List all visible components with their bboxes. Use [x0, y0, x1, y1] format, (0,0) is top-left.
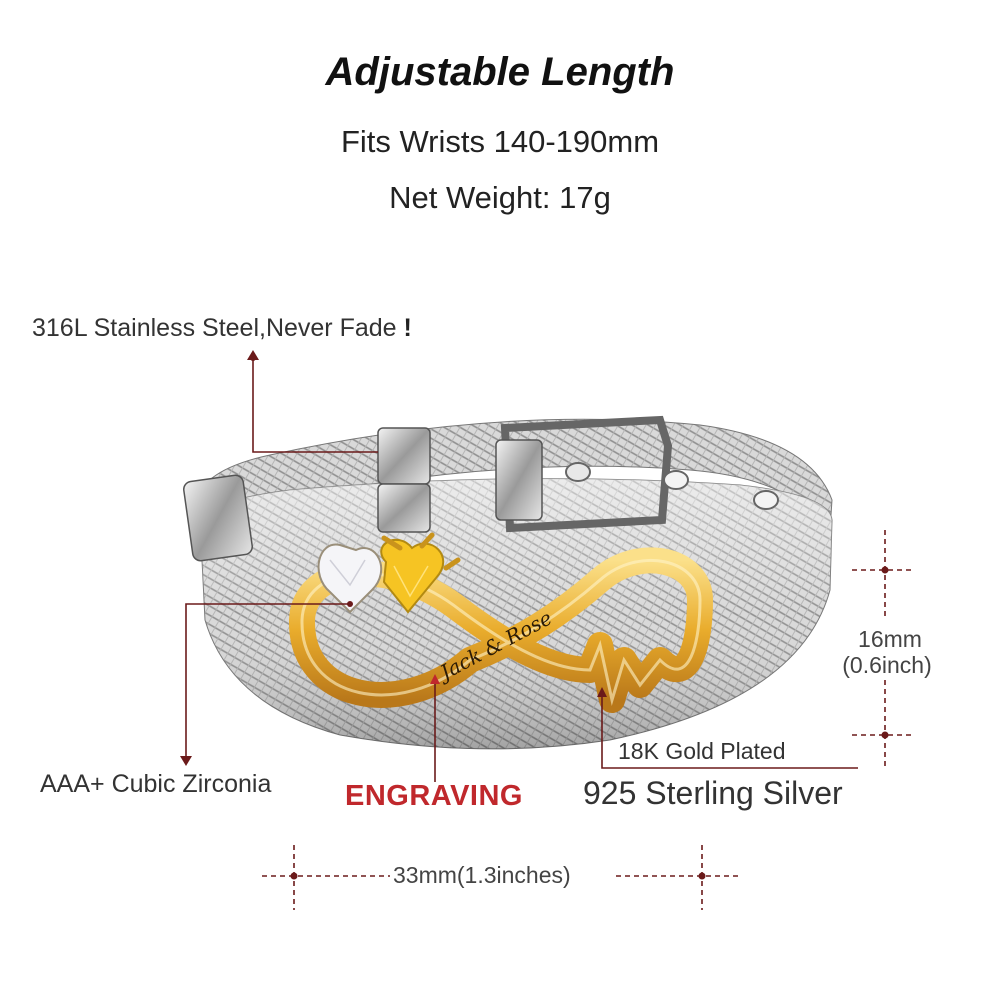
- sterling-silver-callout: 925 Sterling Silver: [583, 775, 843, 811]
- fits-wrists-text: Fits Wrists 140-190mm: [340, 124, 660, 159]
- gold-arrow: [597, 687, 607, 697]
- title: Adjustable Length: [325, 50, 675, 94]
- keeper-lower: [377, 483, 431, 533]
- steel-label: 316L Stainless Steel,Never Fade: [32, 314, 397, 342]
- engraving-arrow: [430, 674, 440, 684]
- zirconia-leader: [185, 603, 350, 758]
- keeper-upper: [377, 427, 431, 485]
- strap-hole-1: [565, 462, 591, 482]
- height-mm-label: 16mm: [858, 626, 922, 652]
- white-heart-gem: [317, 543, 383, 614]
- steel-leader: [252, 358, 378, 453]
- gold-leader: [601, 693, 858, 769]
- buckle-hinge: [495, 439, 543, 521]
- strap-hole-3: [753, 490, 779, 510]
- steel-callout: 316L Stainless Steel,Never Fade !: [32, 314, 412, 343]
- width-label: 33mm(1.3inches): [393, 862, 571, 888]
- zirconia-callout: AAA+ Cubic Zirconia: [40, 770, 272, 798]
- yellow-heart-gem: [380, 538, 445, 614]
- end-cap: [183, 474, 253, 562]
- net-weight-text: Net Weight: 17g: [389, 180, 611, 215]
- height-inch-label: (0.6inch): [842, 652, 932, 678]
- zirconia-arrow: [180, 756, 192, 766]
- engraving-callout: ENGRAVING: [345, 780, 523, 812]
- steel-exclaim: !: [403, 314, 412, 342]
- strap-hole-2: [663, 470, 689, 490]
- steel-arrow: [247, 350, 259, 360]
- gold-plated-callout: 18K Gold Plated: [618, 738, 786, 764]
